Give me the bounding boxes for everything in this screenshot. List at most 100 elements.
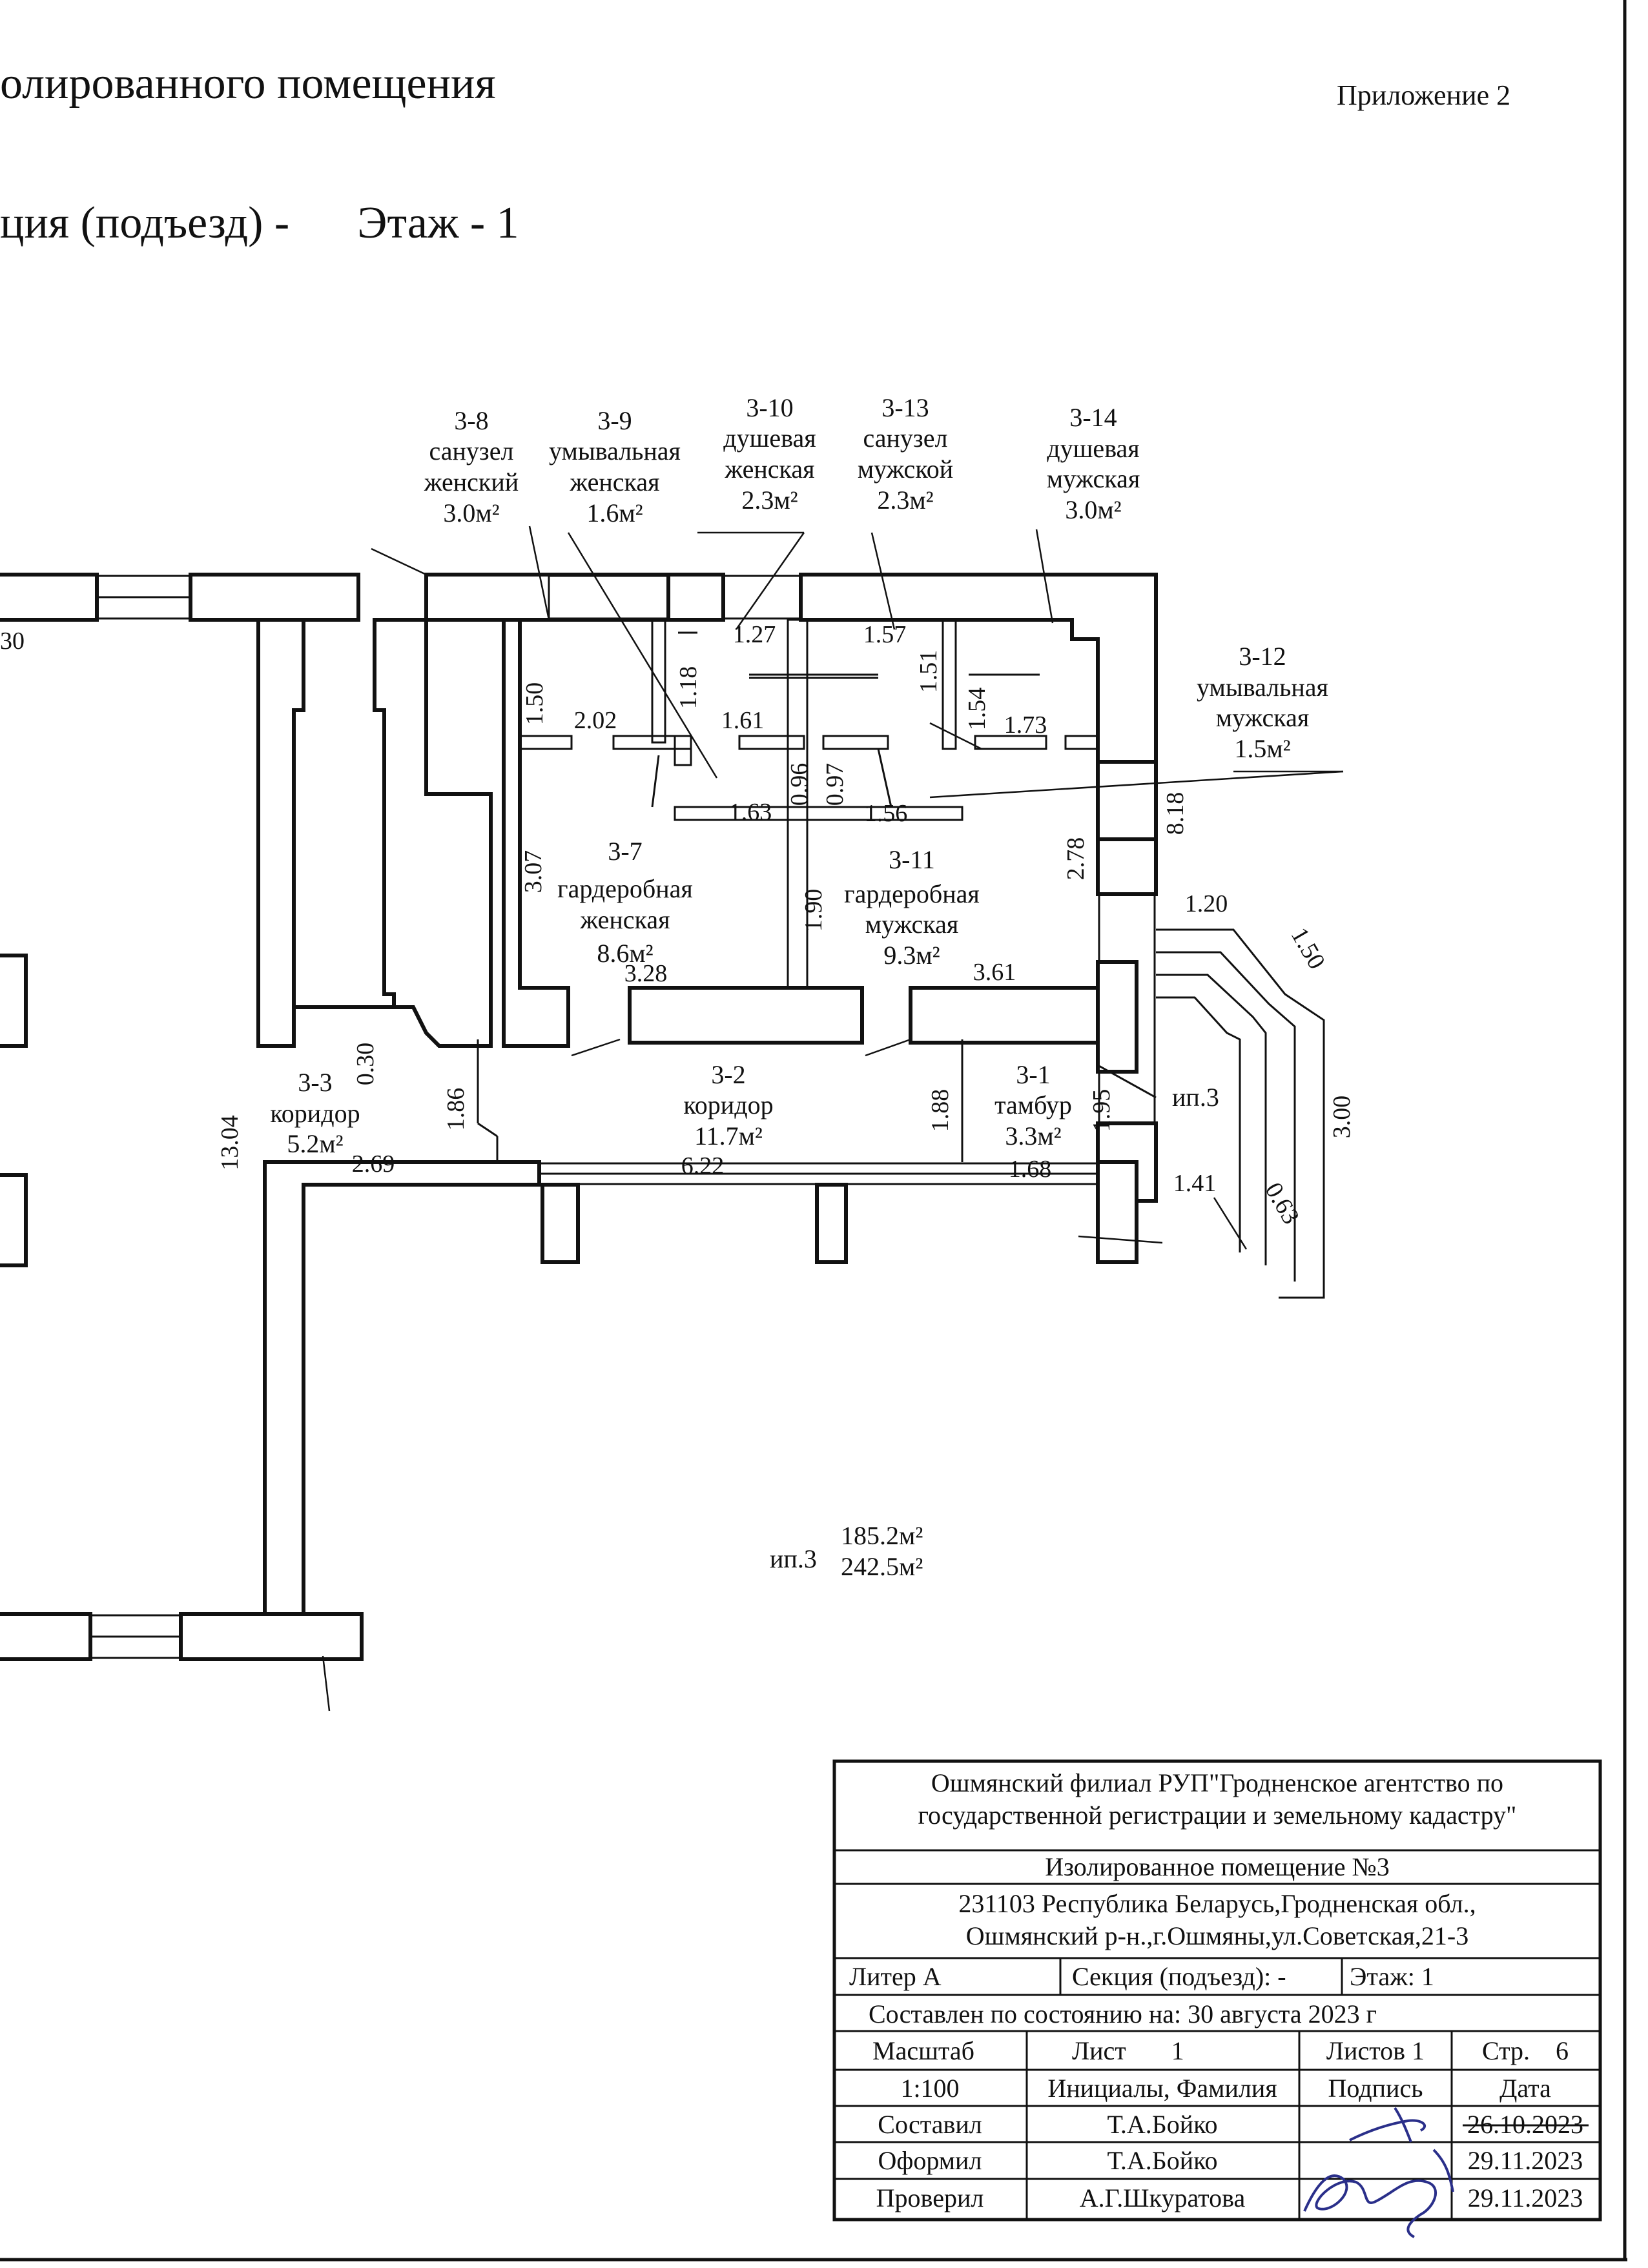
section-floor-heading: ция (подъезд) - Этаж - 1 (0, 198, 519, 248)
room-name-line: женская (569, 467, 659, 496)
org-name-line2: государственной регистрации и земельному… (918, 1801, 1517, 1830)
ip3-marker: ип.3 (1172, 1083, 1219, 1112)
room-number: 3-8 (454, 406, 488, 435)
room-number: 3-7 (608, 837, 642, 866)
dimension-label: 1.86 (442, 1088, 469, 1131)
appendix-label: Приложение 2 (1337, 79, 1510, 111)
room-area: 2.3м² (877, 485, 933, 515)
room-name-line: умывальная (1197, 673, 1328, 702)
role-cell: Составил (878, 2110, 982, 2139)
room-number: 3-12 (1239, 642, 1286, 671)
signature-mark (1303, 2149, 1454, 2238)
room-number: 3-13 (881, 393, 929, 422)
room-name-line: гардеробная (844, 879, 980, 908)
address-line2: Ошмянский р-н.,г.Ошмяны,ул.Советская,21-… (966, 1921, 1468, 1950)
room-area: 3.3м² (1005, 1121, 1061, 1150)
dimension-label: 1.57 (863, 621, 907, 648)
dimension-label: 13.04 (216, 1115, 243, 1170)
room-name-line: женский (424, 467, 519, 496)
room-label-3-2: 3-2 коридор 11.7м² (683, 1060, 773, 1150)
sheets-header: Листов 1 (1326, 2036, 1425, 2065)
room-number: 3-10 (746, 393, 793, 422)
page-header: Стр. 6 (1482, 2036, 1569, 2065)
dimension-label: 0.97 (821, 763, 849, 806)
room-area: 1.5м² (1234, 734, 1290, 763)
object-name: Изолированное помещение №3 (1045, 1852, 1389, 1881)
leader-lines (322, 526, 1344, 1711)
room-number: 3-11 (889, 845, 935, 874)
doors (477, 748, 1157, 1162)
dimension-label: 1.50 (521, 682, 548, 726)
room-name-line: тамбур (994, 1090, 1072, 1119)
room-number: 3-1 (1016, 1060, 1050, 1089)
room-area: 9.3м² (883, 941, 940, 970)
room-area: 11.7м² (694, 1121, 763, 1150)
dimension-label: 2.69 (352, 1150, 395, 1178)
room-name-line: гардеробная (557, 874, 693, 903)
role-cell: Проверил (876, 2183, 984, 2212)
dimension-label: 0.30 (352, 1043, 379, 1086)
scale-header: Масштаб (872, 2036, 974, 2065)
room-area: 2.3м² (741, 485, 798, 515)
signature-header: Подпись (1328, 2074, 1423, 2103)
dimension-label: 8.18 (1162, 792, 1189, 835)
dimension-label: 1.73 (1004, 711, 1047, 739)
ip3-total-label: ип.3 (770, 1544, 817, 1573)
role-cell: Оформил (878, 2146, 982, 2175)
room-label-3-1: 3-1 тамбур 3.3м² (994, 1060, 1072, 1150)
walls (0, 573, 1325, 1661)
room-name-line: санузел (863, 424, 948, 453)
room-name-line: женская (724, 455, 814, 484)
dimension-label: 1.54 (963, 688, 991, 731)
room-name-line: коридор (270, 1099, 360, 1128)
total-area-1: 185.2м² (841, 1521, 923, 1550)
dimension-label: 1.51 (915, 650, 942, 693)
room-label-3-12: 3-12 умывальная мужская 1.5м² (1197, 642, 1328, 763)
name-cell: А.Г.Шкуратова (1080, 2183, 1246, 2212)
room-area: 1.6м² (586, 498, 643, 527)
room-name-line: мужская (865, 910, 958, 939)
room-number: 3-9 (597, 406, 632, 435)
address-line1: 231103 Республика Беларусь,Гродненская о… (958, 1889, 1476, 1918)
room-label-3-7: 3-7 гардеробная женская 8.6м² (557, 837, 693, 968)
room-label-3-14: 3-14 душевая мужская 3.0м² (1047, 403, 1140, 524)
room-area: 3.0м² (1065, 495, 1121, 524)
dimension-label: 1.20 (1185, 890, 1228, 917)
dimension-label: 3.28 (624, 960, 668, 987)
dimension-label: 30 (0, 628, 25, 655)
dimension-label: 1.90 (800, 889, 827, 932)
sheet-header: Лист 1 (1072, 2036, 1184, 2065)
room-number: 3-14 (1069, 403, 1117, 432)
dimension-label: 1.18 (675, 666, 702, 710)
org-name-line1: Ошмянский филиал РУП"Гродненское агентст… (931, 1768, 1503, 1797)
room-number: 3-2 (711, 1060, 745, 1089)
date-header: Дата (1499, 2074, 1551, 2103)
dimension-label: 1.50 (1286, 923, 1331, 974)
room-area: 5.2м² (287, 1129, 343, 1158)
room-name-line: коридор (683, 1090, 773, 1119)
dimension-label: 2.78 (1062, 837, 1089, 881)
room-name-line: душевая (723, 424, 816, 453)
room-label-3-8: 3-8 санузел женский 3.0м² (424, 406, 519, 527)
dimension-label: 3.00 (1328, 1096, 1355, 1139)
section-cell: Секция (подъезд): - (1072, 1962, 1286, 1991)
room-name-line: мужская (1216, 703, 1309, 732)
dimension-label: 1.56 (865, 800, 908, 827)
total-area-2: 242.5м² (841, 1552, 923, 1581)
room-area: 8.6м² (597, 939, 653, 968)
room-area: 3.0м² (443, 498, 499, 527)
liter-cell: Литер А (849, 1962, 942, 1991)
signature-mark (1349, 2107, 1427, 2143)
initials-header: Инициалы, Фамилия (1047, 2074, 1277, 2103)
name-cell: Т.А.Бойко (1107, 2110, 1217, 2139)
dimension-label: 6.22 (681, 1152, 725, 1180)
room-name-line: душевая (1047, 434, 1139, 463)
dimension-label: 3.61 (973, 959, 1016, 986)
dimension-label: 1.88 (927, 1089, 954, 1132)
dimension-label: 3.07 (520, 850, 547, 894)
floor-cell: Этаж: 1 (1350, 1962, 1434, 1991)
dimension-label: 1.95 (1088, 1089, 1115, 1132)
dimension-label: 1.27 (733, 621, 776, 648)
